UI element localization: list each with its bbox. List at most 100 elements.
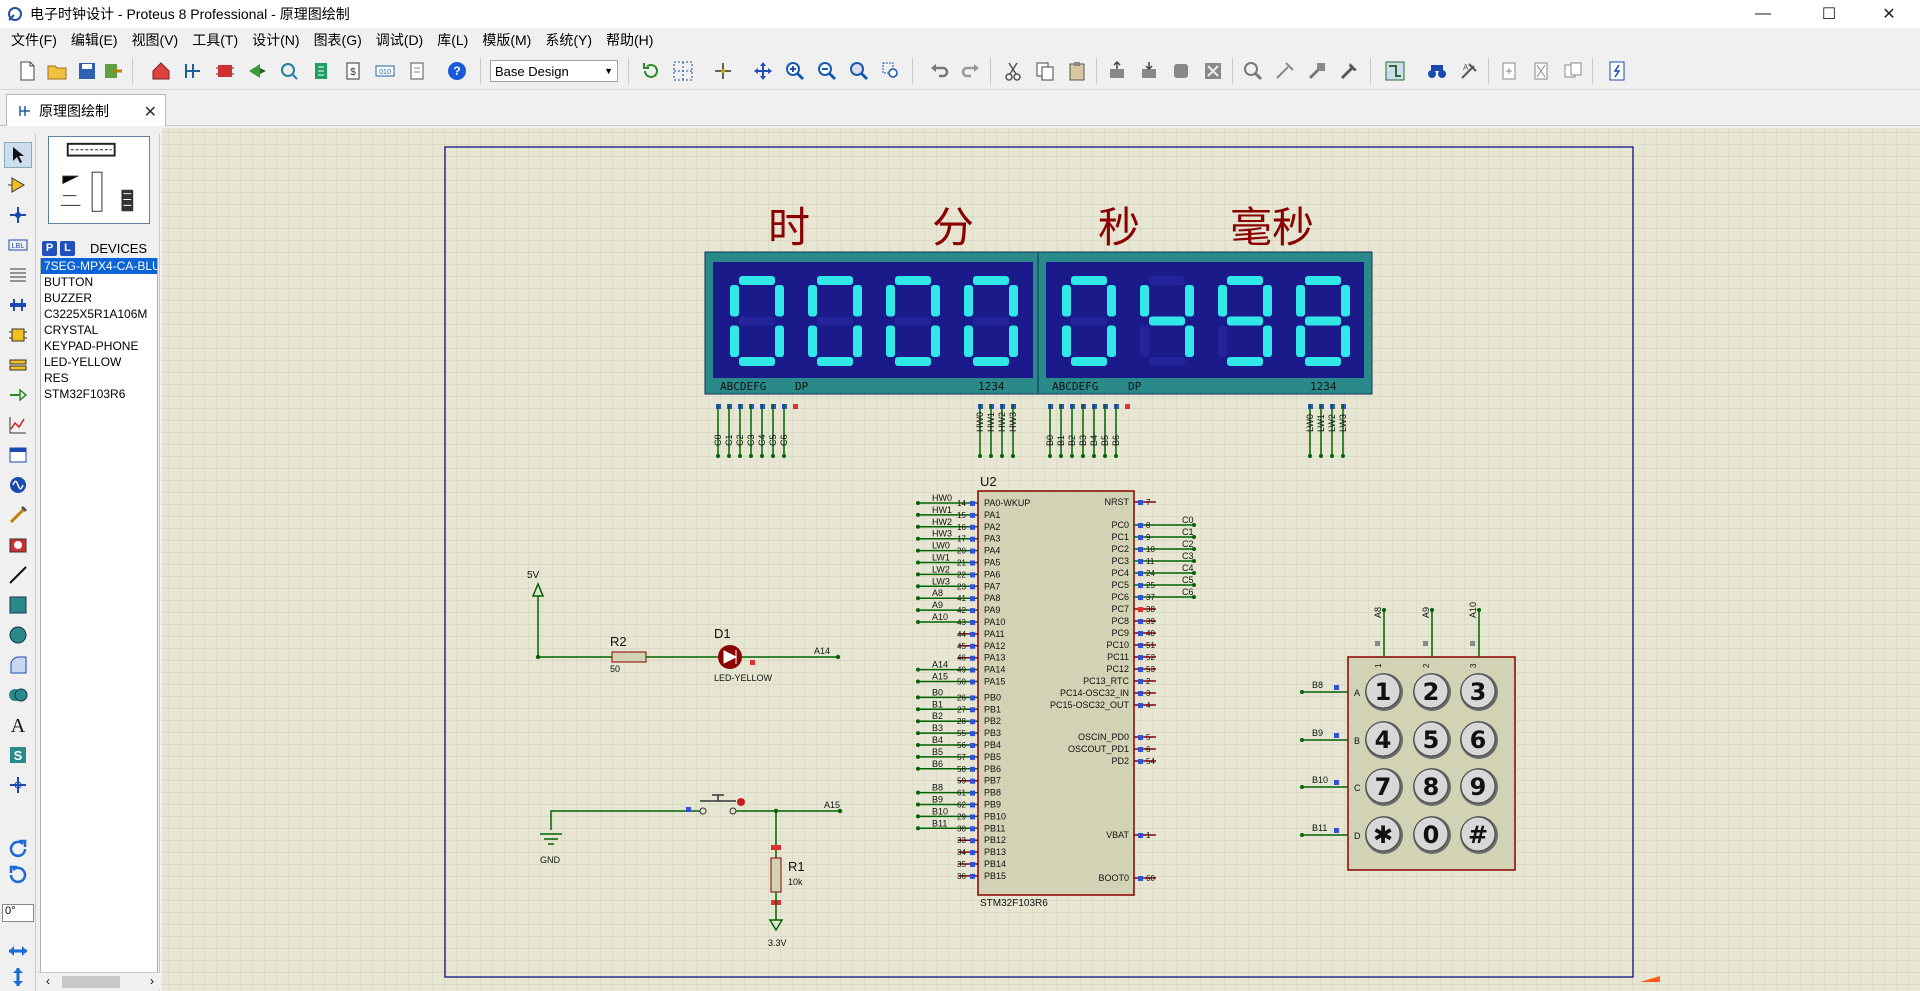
- home-icon[interactable]: [148, 58, 174, 84]
- pick-from-library-button[interactable]: P: [42, 240, 57, 256]
- text-tool-icon[interactable]: A: [4, 712, 32, 738]
- mirror-horizontal-icon[interactable]: [4, 938, 32, 964]
- wire-label-icon[interactable]: LBL: [4, 232, 32, 258]
- rotate-clockwise-icon[interactable]: [4, 836, 32, 862]
- cut-icon[interactable]: [1000, 58, 1026, 84]
- active-popup-icon[interactable]: [4, 442, 32, 468]
- zoom-area-icon[interactable]: [878, 58, 904, 84]
- proteus-app-icon[interactable]: [6, 5, 24, 23]
- copy-icon[interactable]: [1032, 58, 1058, 84]
- design-explorer-icon[interactable]: [308, 58, 334, 84]
- circle-tool-icon[interactable]: [4, 622, 32, 648]
- subcircuit-icon[interactable]: [4, 322, 32, 348]
- menu-file[interactable]: 文件(F): [11, 32, 57, 48]
- open-folder-icon[interactable]: [44, 58, 70, 84]
- zoom-all-icon[interactable]: [846, 58, 872, 84]
- seven-segment-display-right[interactable]: ABCDEFG DP 1234: [1037, 251, 1373, 395]
- keypad-key[interactable]: 3: [1460, 673, 1498, 711]
- notes-icon[interactable]: [404, 58, 430, 84]
- mcu-stm32f103r6[interactable]: U2 STM32F103R6: [977, 474, 1135, 909]
- keypad-key[interactable]: 4: [1365, 721, 1403, 759]
- device-list-item[interactable]: STM32F103R6: [44, 387, 126, 401]
- marker-tool-icon[interactable]: [4, 772, 32, 798]
- block-copy-icon[interactable]: [1104, 58, 1130, 84]
- resistor-r2[interactable]: [611, 651, 647, 663]
- library-manager-button[interactable]: L: [60, 240, 75, 256]
- keypad-key[interactable]: 1: [1365, 673, 1403, 711]
- menu-edit[interactable]: 编辑(E): [70, 32, 118, 48]
- close-button[interactable]: ✕: [1882, 6, 1896, 23]
- origin-icon[interactable]: [710, 58, 736, 84]
- new-file-icon[interactable]: [14, 58, 40, 84]
- keypad-key[interactable]: 2: [1413, 673, 1451, 711]
- bill-of-materials-icon[interactable]: $: [340, 58, 366, 84]
- generator-mode-icon[interactable]: [4, 472, 32, 498]
- scroll-thumb[interactable]: [62, 976, 120, 988]
- packaging-tool-icon[interactable]: [1304, 58, 1330, 84]
- horizontal-scrollbar[interactable]: ‹ ›: [38, 972, 160, 990]
- menu-tools[interactable]: 工具(T): [192, 32, 239, 48]
- 3d-viewer-icon[interactable]: [244, 58, 270, 84]
- menu-debug[interactable]: 调试(D): [375, 32, 424, 48]
- terminals-icon[interactable]: [4, 352, 32, 378]
- virtual-instruments-icon[interactable]: [4, 532, 32, 558]
- box-tool-icon[interactable]: [4, 592, 32, 618]
- path-tool-icon[interactable]: [4, 682, 32, 708]
- selection-mode-icon[interactable]: [4, 142, 32, 168]
- device-list-item[interactable]: RES: [44, 371, 69, 385]
- decompose-icon[interactable]: [1336, 58, 1362, 84]
- seven-segment-display-left[interactable]: ABCDEFG DP 1234: [704, 251, 1041, 395]
- scroll-left-icon[interactable]: ‹: [46, 974, 50, 988]
- pcb-icon[interactable]: [212, 58, 238, 84]
- symbol-tool-icon[interactable]: S: [4, 742, 32, 768]
- rotate-anticlockwise-icon[interactable]: [4, 862, 32, 888]
- menu-help[interactable]: 帮助(H): [606, 32, 654, 48]
- remove-sheet-icon[interactable]: [1528, 58, 1554, 84]
- property-assignment-icon[interactable]: A: [1456, 58, 1482, 84]
- menu-library[interactable]: 库(L): [437, 32, 469, 48]
- keypad-key[interactable]: 6: [1460, 721, 1498, 759]
- maximize-button[interactable]: ☐: [1821, 6, 1837, 23]
- minimize-button[interactable]: —: [1755, 5, 1771, 22]
- resistor-r1[interactable]: [770, 857, 782, 893]
- probe-mode-icon[interactable]: [4, 502, 32, 528]
- device-list-item[interactable]: C3225X5R1A106M: [44, 307, 148, 321]
- device-list-item[interactable]: BUZZER: [44, 291, 92, 305]
- source-code-icon[interactable]: 010: [372, 58, 398, 84]
- exit-to-parent-icon[interactable]: [1560, 58, 1586, 84]
- keypad-key[interactable]: 7: [1365, 768, 1403, 806]
- toggle-grid-icon[interactable]: [670, 58, 696, 84]
- help-icon[interactable]: ?: [444, 58, 470, 84]
- component-mode-icon[interactable]: [4, 172, 32, 198]
- buses-icon[interactable]: [4, 292, 32, 318]
- electrical-rule-check-icon[interactable]: [1604, 58, 1630, 84]
- device-list-item[interactable]: 7SEG-MPX4-CA-BLUE: [41, 258, 157, 274]
- device-pins-icon[interactable]: [4, 382, 32, 408]
- device-list-item[interactable]: BUTTON: [44, 275, 94, 289]
- mirror-vertical-icon[interactable]: [4, 964, 32, 990]
- zoom-in-icon[interactable]: [782, 58, 808, 84]
- block-rotate-icon[interactable]: [1168, 58, 1194, 84]
- block-move-icon[interactable]: [1136, 58, 1162, 84]
- import-icon[interactable]: [100, 58, 126, 84]
- overview-window[interactable]: [48, 136, 150, 224]
- keypad-key[interactable]: 5: [1413, 721, 1451, 759]
- new-sheet-icon[interactable]: [1496, 58, 1522, 84]
- design-variant-select[interactable]: Base Design ▼: [490, 60, 618, 82]
- keypad-key[interactable]: 0: [1413, 816, 1451, 854]
- scroll-right-icon[interactable]: ›: [150, 974, 154, 988]
- keypad-key[interactable]: 8: [1413, 768, 1451, 806]
- menu-template[interactable]: 模版(M): [482, 32, 532, 48]
- graph-mode-icon[interactable]: [4, 412, 32, 438]
- keypad-key[interactable]: #: [1460, 816, 1498, 854]
- undo-icon[interactable]: [926, 58, 952, 84]
- keypad-key[interactable]: 9: [1460, 768, 1498, 806]
- arc-tool-icon[interactable]: [4, 652, 32, 678]
- redo-icon[interactable]: [958, 58, 984, 84]
- schematic-icon[interactable]: [180, 58, 206, 84]
- make-device-icon[interactable]: [1272, 58, 1298, 84]
- device-list-item[interactable]: CRYSTAL: [44, 323, 99, 337]
- pick-device-icon[interactable]: [1240, 58, 1266, 84]
- menu-graph[interactable]: 图表(G): [313, 32, 362, 48]
- zoom-out-icon[interactable]: [814, 58, 840, 84]
